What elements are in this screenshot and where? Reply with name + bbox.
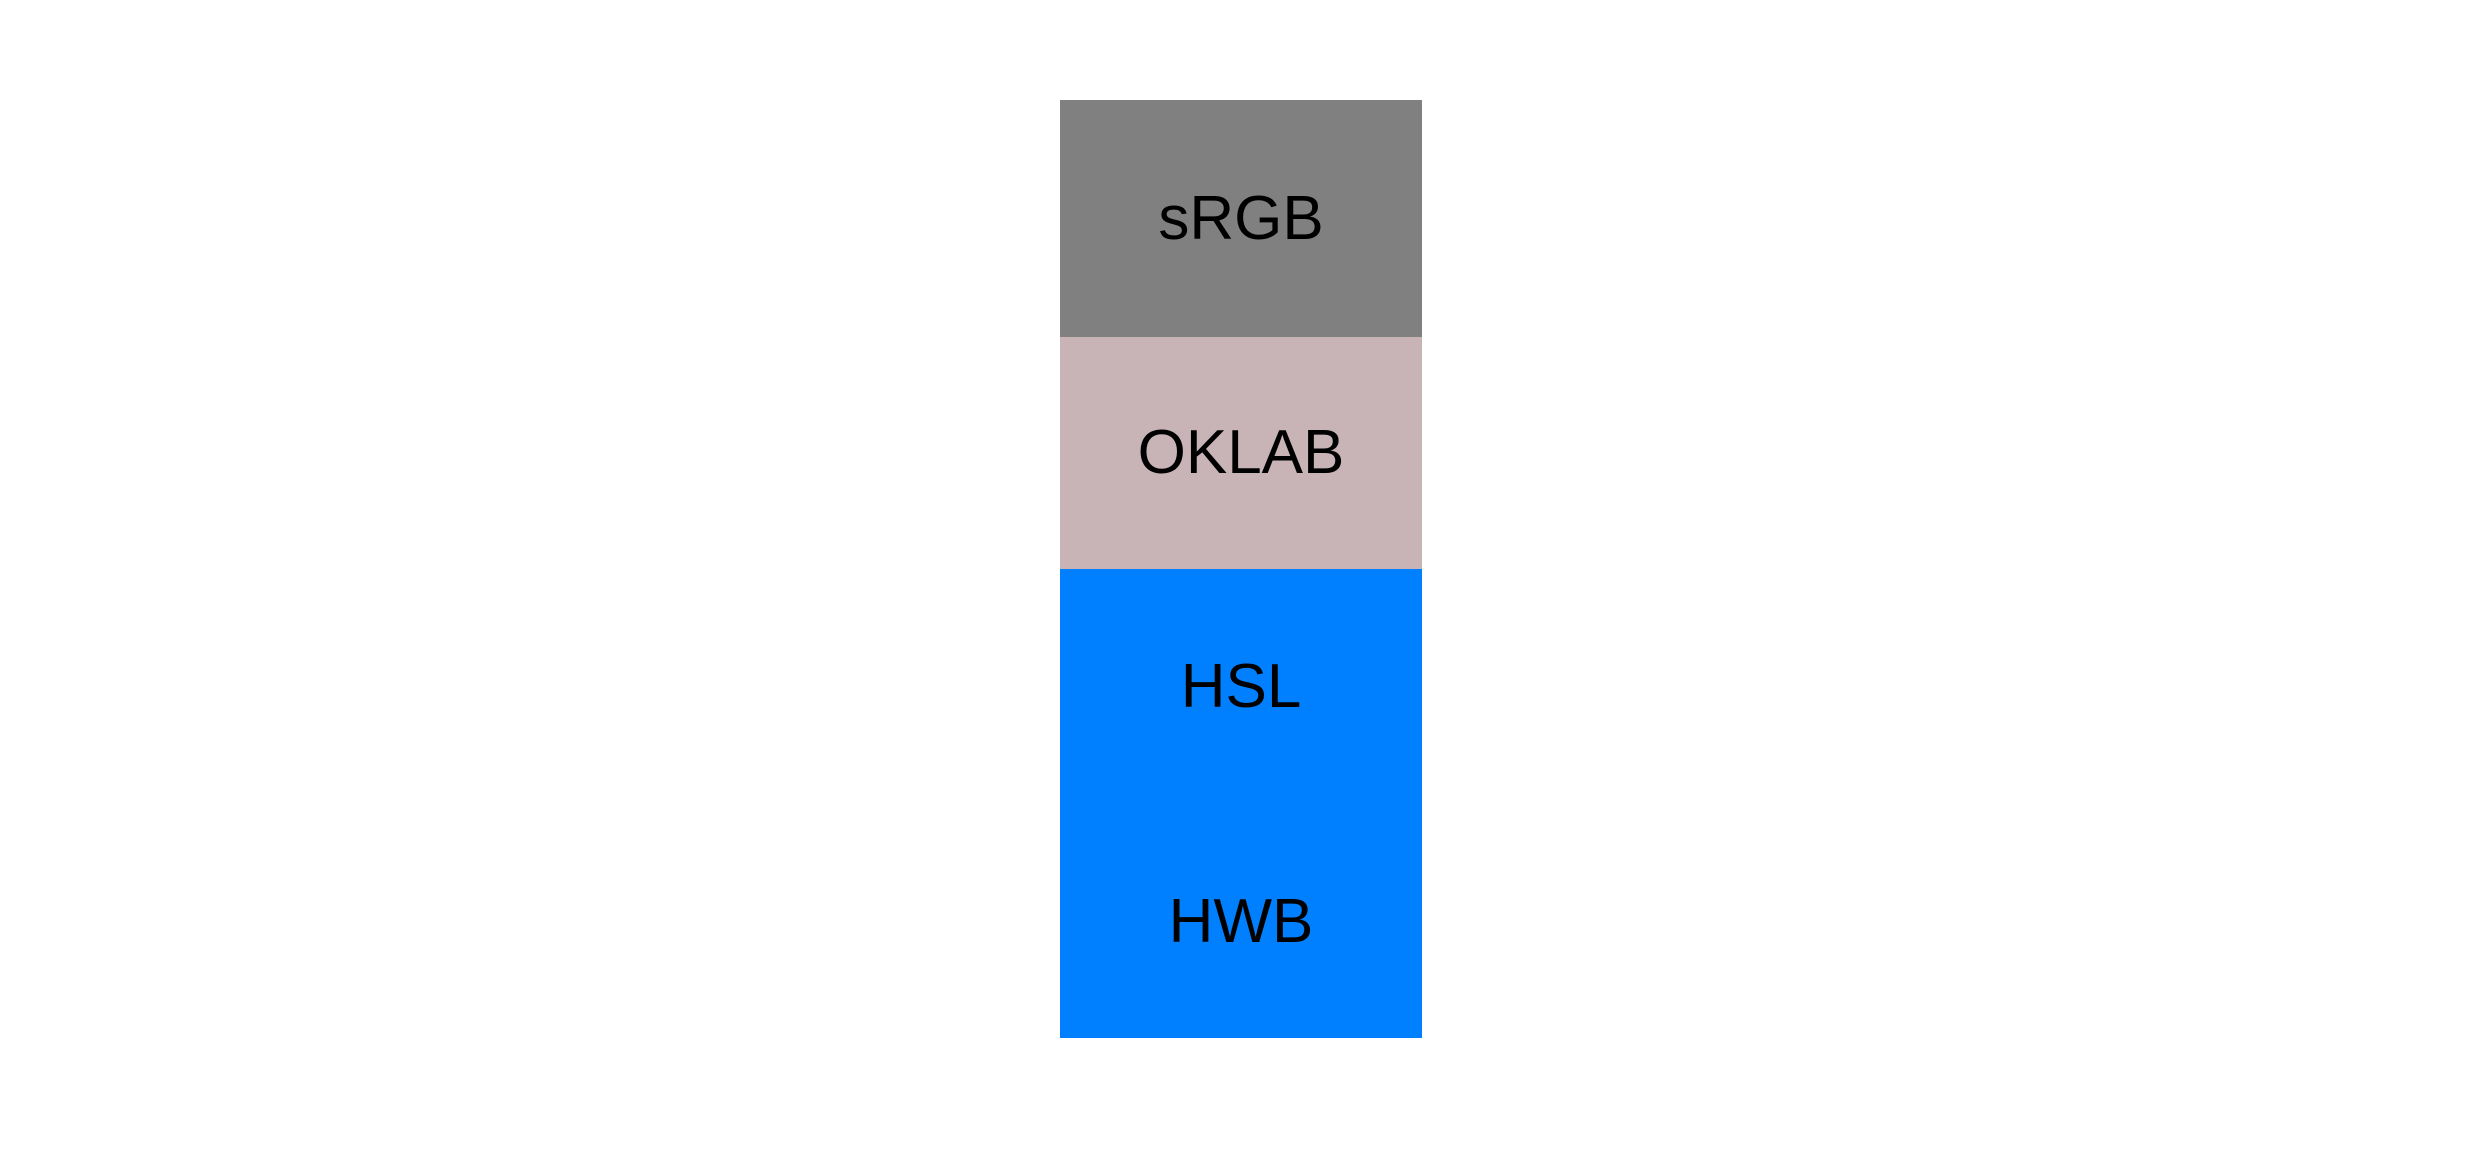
swatch-hwb[interactable]: HWB (1060, 805, 1422, 1038)
color-space-swatch-stack: sRGB OKLAB HSL HWB (1060, 100, 1422, 1038)
swatch-label-srgb: sRGB (1158, 183, 1324, 253)
swatch-srgb[interactable]: sRGB (1060, 100, 1422, 337)
swatch-label-hwb: HWB (1168, 886, 1314, 956)
swatch-label-oklab: OKLAB (1137, 418, 1345, 487)
swatch-oklab[interactable]: OKLAB (1060, 337, 1422, 569)
swatch-hsl[interactable]: HSL (1060, 569, 1422, 805)
swatch-label-hsl: HSL (1180, 652, 1302, 721)
